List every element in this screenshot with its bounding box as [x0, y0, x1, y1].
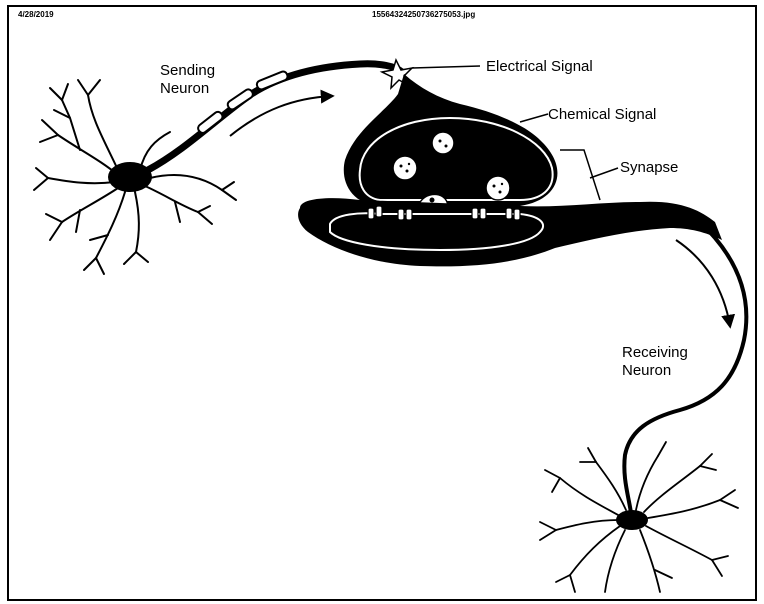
- sending-neuron-label-line1: Sending: [160, 62, 215, 80]
- electrical-signal-label: Electrical Signal: [486, 58, 593, 76]
- sending-neuron-label-line2: Neuron: [160, 80, 209, 98]
- receiving-direction-arrow: [676, 240, 730, 326]
- chemical-signal-label: Chemical Signal: [548, 106, 656, 124]
- receiving-neuron-label-line2: Neuron: [622, 362, 671, 380]
- synapse-label: Synapse: [620, 159, 678, 177]
- receiving-neuron-label-line1: Receiving: [622, 344, 688, 362]
- sending-neuron-soma: [108, 162, 152, 192]
- receiving-neuron-soma: [616, 510, 648, 530]
